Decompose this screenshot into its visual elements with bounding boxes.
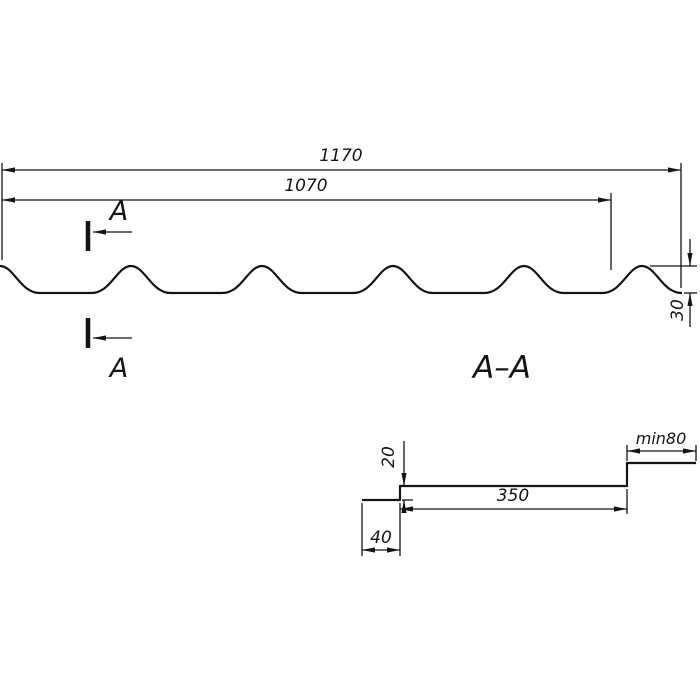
step-profile <box>362 461 696 502</box>
dim-label-350: 350 <box>497 486 529 506</box>
dim-label-1070: 1070 <box>284 176 327 196</box>
wave-profile <box>0 264 683 295</box>
section-title: A–A <box>471 350 531 386</box>
dim-label-1170: 1170 <box>319 146 362 166</box>
section-view: A–A 20 350 40 min80 <box>361 350 697 556</box>
dim-label-30: 30 <box>668 299 688 321</box>
dim-label-min80: min80 <box>636 429 687 448</box>
section-letter-bottom: A <box>108 353 128 384</box>
section-letter-top: A <box>108 196 128 227</box>
dim-label-20: 20 <box>379 446 399 468</box>
plan-view: 1170 1070 30 A A <box>0 146 697 384</box>
dim-label-40: 40 <box>370 528 392 548</box>
